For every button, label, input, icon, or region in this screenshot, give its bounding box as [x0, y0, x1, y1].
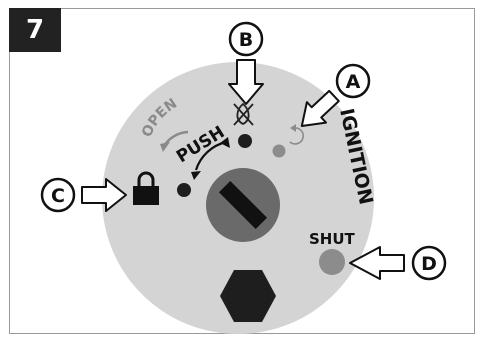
callout-c-marker: [40, 177, 76, 213]
open-arrow-icon: [160, 130, 189, 152]
flame-off-icon: [233, 102, 254, 126]
callout-d-arrow-icon: [349, 246, 405, 280]
callout-d-marker: [411, 245, 447, 281]
callout-a-marker: [335, 63, 371, 99]
callout-b-marker: [228, 21, 264, 57]
off-position-dot: [177, 183, 191, 197]
pilot-position-dot: [238, 134, 252, 148]
callout-c-arrow-icon: [81, 178, 127, 212]
step-number: 7: [9, 8, 61, 52]
callout-b-label: B: [239, 29, 253, 51]
ignition-spark-icon: [289, 124, 304, 145]
callout-a-label: A: [346, 71, 361, 93]
ignition-position-dot: [272, 144, 286, 158]
shut-button[interactable]: [319, 249, 345, 275]
callout-d-label: D: [421, 253, 437, 275]
knob-slot: [218, 180, 268, 230]
callout-c-label: C: [51, 185, 65, 207]
hex-nut: [220, 270, 276, 322]
callout-b-arrow-icon: [228, 59, 264, 105]
callout-a-arrow-icon: [300, 89, 340, 128]
rotate-double-arrow-icon: [191, 137, 230, 180]
lock-icon: [133, 171, 159, 205]
shut-label: SHUT: [309, 230, 356, 248]
